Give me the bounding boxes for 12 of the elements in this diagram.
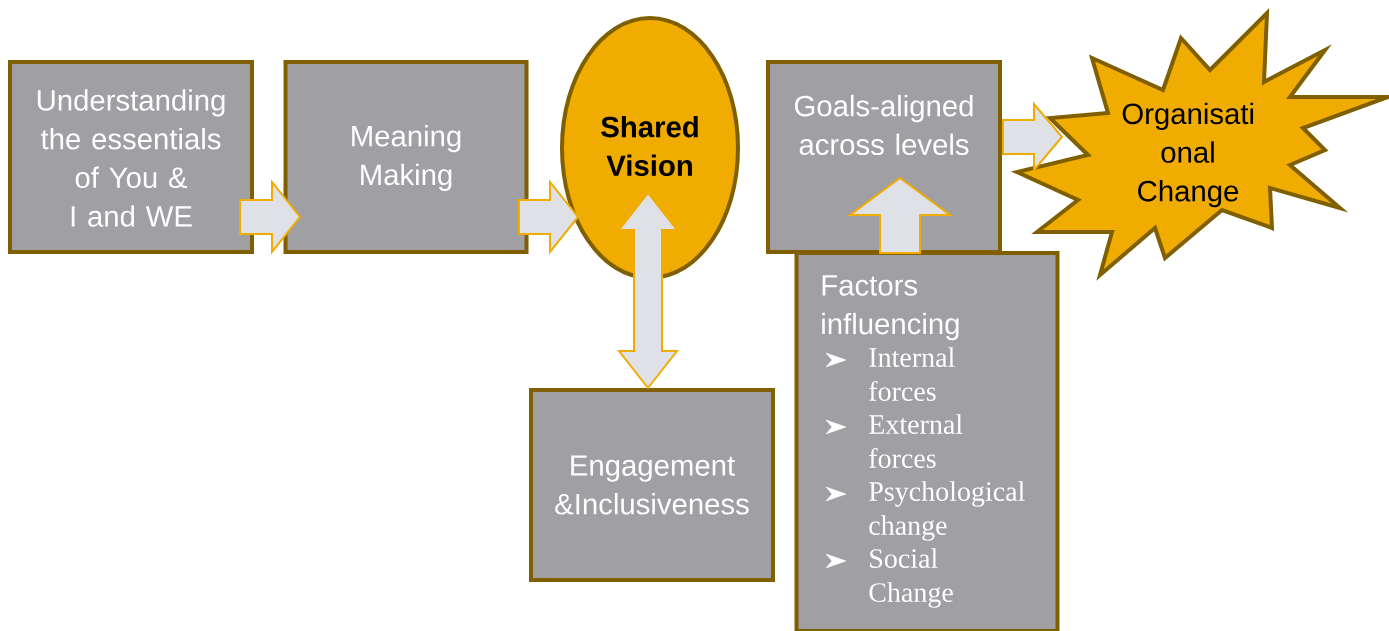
list-item: Social Change [869,548,953,608]
block-arrow [846,176,954,254]
block-arrow [518,179,580,255]
block-arrow [1002,101,1064,173]
list-item: Psychological change [869,481,1025,541]
process-box: Understanding the essentials of You & I and WE [8,60,254,254]
block-arrow [239,179,302,255]
process-box: Meaning Making [283,60,529,254]
process-box: Engagement &Inclusiveness [529,388,775,582]
process-box: Goals-aligned across levels [766,60,1002,254]
list-item: Internal forces [869,347,955,401]
list-item: External forces [869,414,963,468]
